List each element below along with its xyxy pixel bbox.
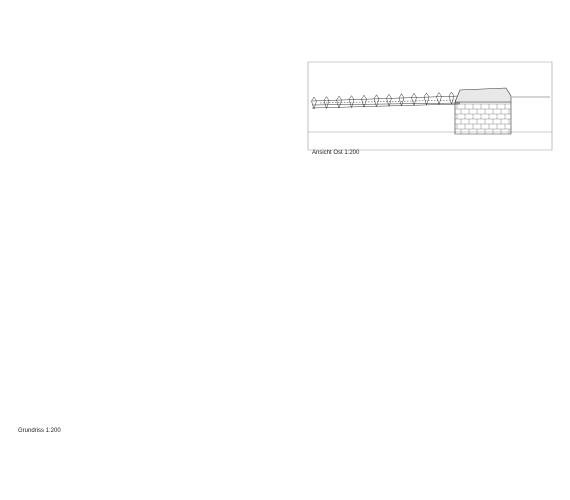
- elevation-brick-pattern: [455, 104, 511, 134]
- elevation-view: [308, 62, 552, 150]
- gallery-post: [437, 93, 442, 105]
- gallery-post: [349, 96, 354, 108]
- elevation-gallery-posts: [312, 92, 455, 109]
- gallery-post: [312, 97, 317, 109]
- plan-caption: Grundriss 1:200: [18, 428, 61, 434]
- elevation-caption: Ansicht Ost 1:200: [312, 150, 360, 156]
- elevation-building: [455, 88, 511, 134]
- gallery-post: [362, 95, 367, 107]
- elevation-gallery: [312, 96, 460, 108]
- gallery-post: [424, 93, 429, 105]
- gallery-post: [374, 95, 379, 107]
- gallery-post: [412, 93, 417, 105]
- gallery-post: [337, 96, 342, 108]
- gallery-post: [387, 94, 392, 106]
- gallery-post: [449, 92, 454, 104]
- elevation-frame: [308, 62, 552, 150]
- gallery-post: [399, 94, 404, 106]
- gallery-post: [324, 97, 329, 109]
